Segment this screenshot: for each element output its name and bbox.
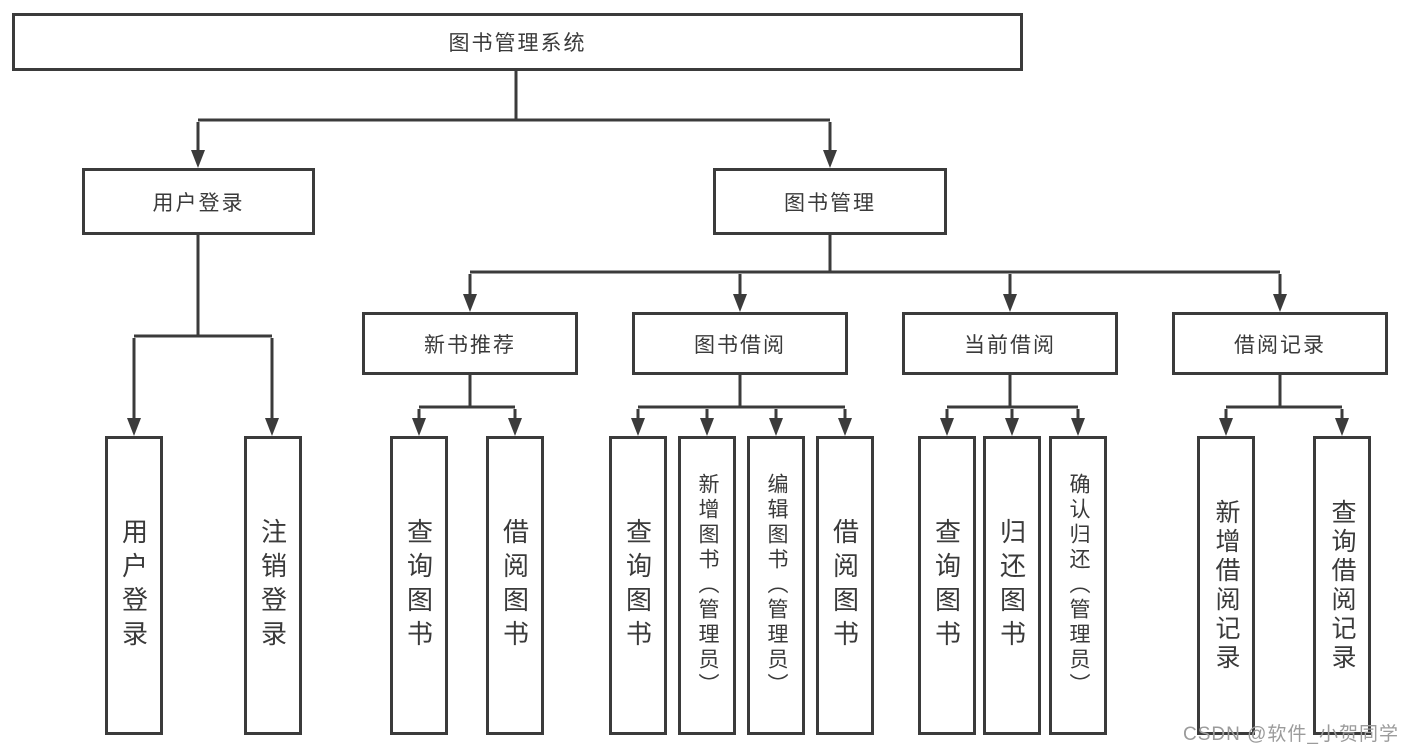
leaf-newbook-borrow-books-label: 借阅图书 (499, 517, 530, 654)
leaf-current-query-books-label: 查询图书 (931, 517, 962, 654)
node-root-label: 图书管理系统 (448, 32, 587, 55)
node-new-book-recommend: 新书推荐 (362, 312, 578, 375)
node-new-book-recommend-label: 新书推荐 (424, 333, 516, 357)
node-user-login: 用户登录 (82, 168, 315, 235)
node-borrow-records: 借阅记录 (1172, 312, 1388, 375)
node-borrow-records-label: 借阅记录 (1234, 333, 1326, 357)
node-current-borrow: 当前借阅 (902, 312, 1118, 375)
leaf-add-books-admin-label: 新增图书（管理员） (696, 473, 719, 698)
leaf-user-login: 用户登录 (105, 436, 163, 735)
node-book-management: 图书管理 (713, 168, 947, 235)
leaf-confirm-return-admin-label: 确认归还（管理员） (1067, 473, 1090, 698)
leaf-logout: 注销登录 (244, 436, 302, 735)
node-book-borrow: 图书借阅 (632, 312, 848, 375)
leaf-return-books: 归还图书 (983, 436, 1041, 735)
node-book-borrow-label: 图书借阅 (694, 333, 786, 357)
node-root-library-system: 图书管理系统 (12, 13, 1023, 71)
leaf-newbook-borrow-books: 借阅图书 (486, 436, 544, 735)
leaf-query-borrow-record: 查询借阅记录 (1313, 436, 1371, 735)
leaf-borrow-query-books: 查询图书 (609, 436, 667, 735)
leaf-query-borrow-record-label: 查询借阅记录 (1328, 498, 1356, 673)
leaf-newbook-query-books-label: 查询图书 (403, 517, 434, 654)
leaf-return-books-label: 归还图书 (996, 517, 1027, 654)
leaf-current-query-books: 查询图书 (918, 436, 976, 735)
leaf-add-books-admin: 新增图书（管理员） (678, 436, 736, 735)
leaf-borrow-books: 借阅图书 (816, 436, 874, 735)
node-book-management-label: 图书管理 (784, 191, 876, 215)
leaf-logout-label: 注销登录 (257, 517, 288, 654)
leaf-newbook-query-books: 查询图书 (390, 436, 448, 735)
leaf-add-borrow-record: 新增借阅记录 (1197, 436, 1255, 735)
leaf-edit-books-admin-label: 编辑图书（管理员） (765, 473, 788, 698)
leaf-borrow-query-books-label: 查询图书 (622, 517, 653, 654)
csdn-watermark: CSDN @软件_小贺同学 (1183, 724, 1399, 745)
leaf-edit-books-admin: 编辑图书（管理员） (747, 436, 805, 735)
node-user-login-label: 用户登录 (152, 191, 245, 215)
leaf-confirm-return-admin: 确认归还（管理员） (1049, 436, 1107, 735)
node-current-borrow-label: 当前借阅 (964, 333, 1056, 357)
leaf-user-login-label: 用户登录 (118, 517, 149, 654)
leaf-borrow-books-label: 借阅图书 (829, 517, 860, 654)
leaf-add-borrow-record-label: 新增借阅记录 (1212, 498, 1240, 673)
